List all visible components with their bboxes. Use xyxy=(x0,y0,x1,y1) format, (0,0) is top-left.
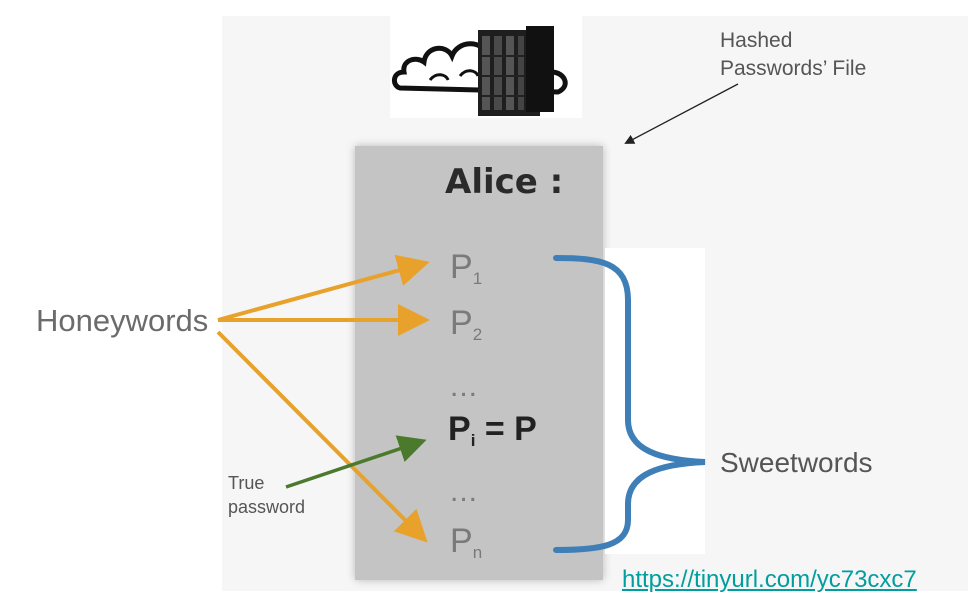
password-pi-true: Pi = P xyxy=(448,410,537,450)
cloud-server-illustration xyxy=(390,16,582,118)
file-label-line2: Passwords’ File xyxy=(720,57,867,80)
true-password-label-line1: True xyxy=(228,473,265,493)
file-label-line1: Hashed xyxy=(720,29,793,52)
sweetwords-brace xyxy=(553,255,706,553)
server-rack-icon xyxy=(478,26,554,116)
ellipsis-1: ... xyxy=(450,370,479,403)
brace-background xyxy=(605,248,705,554)
ellipsis-2: ... xyxy=(450,475,479,508)
password-pn: Pn xyxy=(450,522,483,562)
honeywords-label: Honeywords xyxy=(36,303,209,338)
password-file-box xyxy=(355,146,603,580)
password-p2: P2 xyxy=(450,304,483,344)
honey-arrow-pn xyxy=(216,330,428,543)
true-password-arrow xyxy=(285,435,427,489)
password-p1: P1 xyxy=(450,248,483,288)
honey-arrow-p1 xyxy=(217,254,430,322)
sweetwords-label: Sweetwords xyxy=(720,447,873,478)
file-pointer-arrow xyxy=(624,83,739,144)
source-link[interactable]: https://tinyurl.com/yc73cxc7 xyxy=(622,566,917,593)
user-name: Alice : xyxy=(445,162,564,202)
true-password-label-line2: password xyxy=(228,497,306,517)
